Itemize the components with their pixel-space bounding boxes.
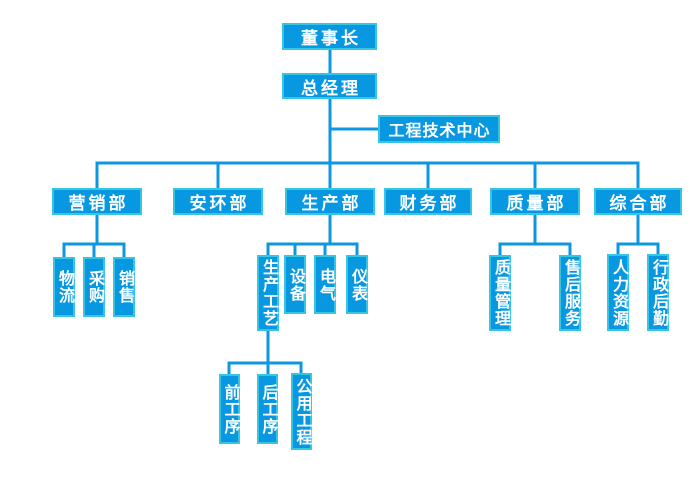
- connector-trunk: [328, 48, 380, 190]
- node-back-process: 后工序: [257, 374, 278, 444]
- node-finance-dept: 财务部: [384, 188, 472, 215]
- node-human-resources: 人力资源: [607, 254, 629, 331]
- node-production-dept: 生产部: [285, 188, 375, 215]
- connector-quality-group: [498, 213, 572, 258]
- node-instrumentation: 仪表: [346, 255, 368, 314]
- node-safety-environment-dept: 安环部: [173, 188, 263, 215]
- node-general-affairs-dept: 综合部: [594, 188, 682, 215]
- node-equipment: 设备: [284, 255, 306, 314]
- node-procurement: 采购: [83, 257, 105, 317]
- node-production-process: 生产工艺: [257, 255, 279, 331]
- node-front-process: 前工序: [219, 374, 240, 444]
- node-engineering-technology-center: 工程技术中心: [378, 115, 500, 143]
- node-utilities-engineering: 公用工程: [291, 373, 312, 450]
- node-quality-management: 质量管理: [489, 255, 511, 331]
- connector-general-affairs-group: [616, 213, 660, 258]
- node-general-manager: 总经理: [282, 73, 377, 99]
- connector-process-group: [227, 329, 303, 376]
- node-chairman: 董事长: [282, 23, 377, 50]
- node-admin-logistics: 行政后勤: [647, 254, 669, 331]
- node-quality-dept: 质量部: [490, 188, 580, 215]
- connector-marketing-group: [62, 213, 126, 259]
- node-logistics: 物流: [53, 257, 75, 317]
- node-electrical: 电气: [314, 255, 336, 314]
- connector-department-bus: [95, 161, 640, 190]
- node-sales: 销售: [113, 257, 135, 317]
- connector-production-group: [266, 213, 359, 258]
- node-after-sales-service: 售后服务: [559, 255, 581, 331]
- node-marketing-dept: 营销部: [52, 188, 142, 215]
